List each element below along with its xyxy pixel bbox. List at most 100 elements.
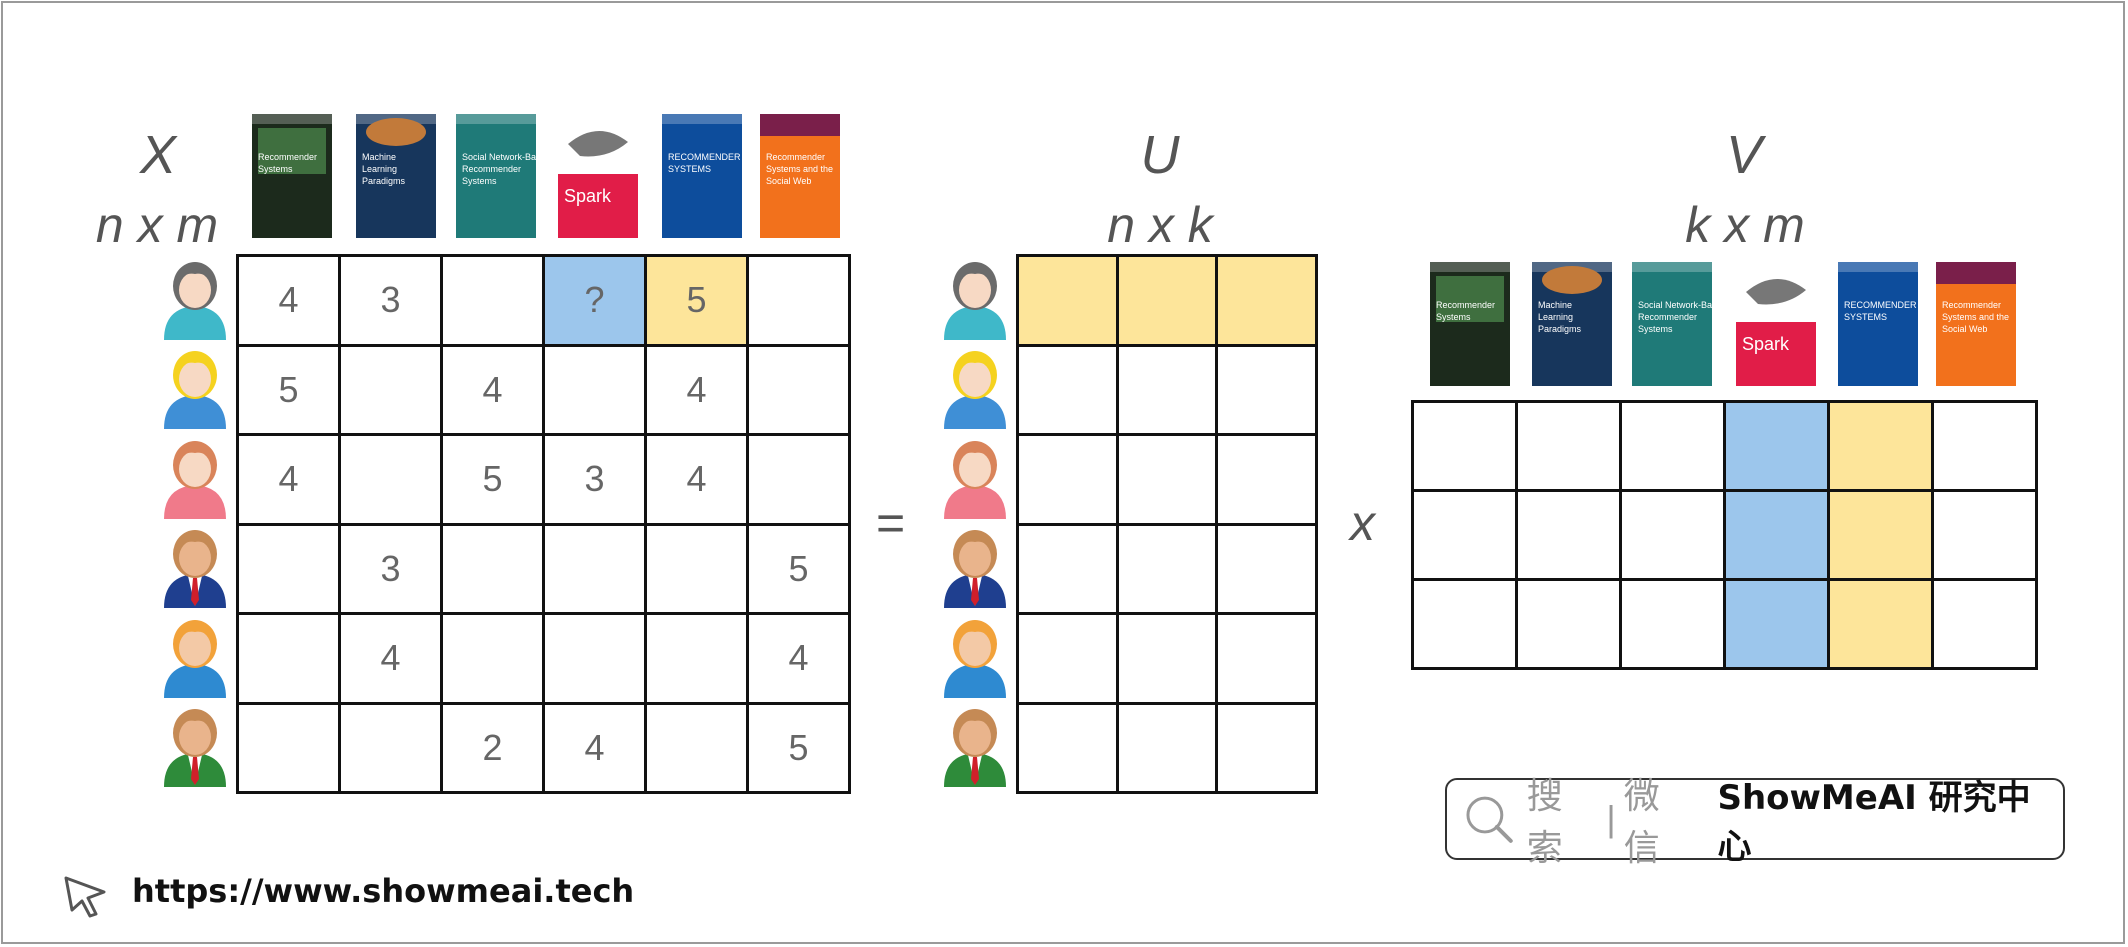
u-cell [1019,525,1119,615]
v-cell [1518,492,1622,581]
x-cell: 4 [341,615,443,705]
svg-text:SYSTEMS: SYSTEMS [1844,312,1887,322]
x-cell: ? [545,257,647,347]
u-cell [1218,704,1318,794]
u-cell [1218,436,1318,526]
matrix-x-symbol: X [139,125,177,185]
x-cell: 3 [341,257,443,347]
svg-text:Social Web: Social Web [1942,324,1987,334]
svg-text:Systems: Systems [462,176,497,186]
svg-text:Learning: Learning [362,164,397,174]
matrix-x-dimensions: n x m [95,197,219,253]
watermark-brand: ShowMeAI 研究中心 [1717,778,2031,867]
u-cell [1218,346,1318,436]
x-cell [545,525,647,615]
x-cell [443,257,545,347]
user-woman-orange-hair-avatar [944,620,1006,698]
u-cell [1118,257,1218,347]
user-man-blue-suit-avatar [164,530,226,608]
matrix-v-symbol: V [1725,125,1763,185]
svg-text:Paradigms: Paradigms [1538,324,1582,334]
svg-text:Social Web: Social Web [766,176,811,186]
source-url[interactable]: https://www.showmeai.tech [132,872,635,910]
user-man-blue-suit-avatar [944,530,1006,608]
u-cell [1218,615,1318,705]
x-cell: 3 [341,525,443,615]
matrix-u-symbol: U [1140,125,1180,185]
watermark-search-text: 搜索 [1526,776,1563,869]
x-cell [239,525,341,615]
u-cell [1118,704,1218,794]
book-social-network-recommender-icon: Social Network-BasedRecommenderSystems [456,114,536,238]
v-cell [1622,403,1726,492]
v-cell [1414,403,1518,492]
user-girl-brown-hair-avatar [944,441,1006,519]
watermark-wechat-text: 微信 [1623,776,1660,869]
svg-text:Recommender: Recommender [766,152,825,162]
svg-text:Learning: Learning [1538,312,1573,322]
user-woman-orange-hair-avatar [164,620,226,698]
u-cell [1218,525,1318,615]
v-cell [1726,403,1830,492]
v-cell [1830,492,1934,581]
user-girl-brown-hair-avatar [164,441,226,519]
user-man-green-suit-avatar [164,709,226,787]
x-cell [749,257,851,347]
x-cell [545,346,647,436]
x-cell [341,346,443,436]
x-cell: 5 [647,257,749,347]
x-cell [647,615,749,705]
v-cell [1414,492,1518,581]
x-cell: 5 [749,704,851,794]
x-cell: 3 [545,436,647,526]
user-woman-dark-hair-avatar [164,262,226,340]
x-cell [239,704,341,794]
v-cell [1518,403,1622,492]
v-cell [1622,581,1726,670]
user-boy-blond-avatar [164,351,226,429]
x-cell [443,525,545,615]
item-factor-matrix-v [1411,400,2038,670]
x-cell: 5 [443,436,545,526]
u-cell [1019,257,1119,347]
book-spark-icon: Spark [1736,262,1816,386]
x-cell: 5 [239,346,341,436]
x-cell [443,615,545,705]
v-cell [1934,492,2038,581]
x-cell [341,704,443,794]
user-woman-dark-hair-avatar [944,262,1006,340]
x-cell [749,346,851,436]
equals-sign: = [876,495,906,551]
v-cell [1726,581,1830,670]
svg-text:Systems: Systems [1436,312,1471,322]
u-cell [1118,525,1218,615]
u-cell [1019,346,1119,436]
svg-text:Recommender: Recommender [1638,312,1697,322]
x-cell [647,525,749,615]
svg-text:Recommender: Recommender [1942,300,2001,310]
v-cell [1726,492,1830,581]
v-cell [1934,581,2038,670]
watermark-separator: | [1606,798,1616,839]
svg-text:Recommender: Recommender [258,152,317,162]
u-cell [1118,615,1218,705]
v-cell [1934,403,2038,492]
x-cell: 4 [545,704,647,794]
svg-text:Social Network-Based: Social Network-Based [1638,300,1712,310]
svg-text:RECOMMENDER: RECOMMENDER [668,152,741,162]
u-cell [1019,436,1119,526]
svg-text:Systems and the: Systems and the [766,164,833,174]
x-cell: 4 [239,436,341,526]
svg-text:Systems: Systems [258,164,293,174]
x-cell: 5 [749,525,851,615]
u-cell [1019,704,1119,794]
matrix-v-dimensions: k x m [1685,197,1805,253]
